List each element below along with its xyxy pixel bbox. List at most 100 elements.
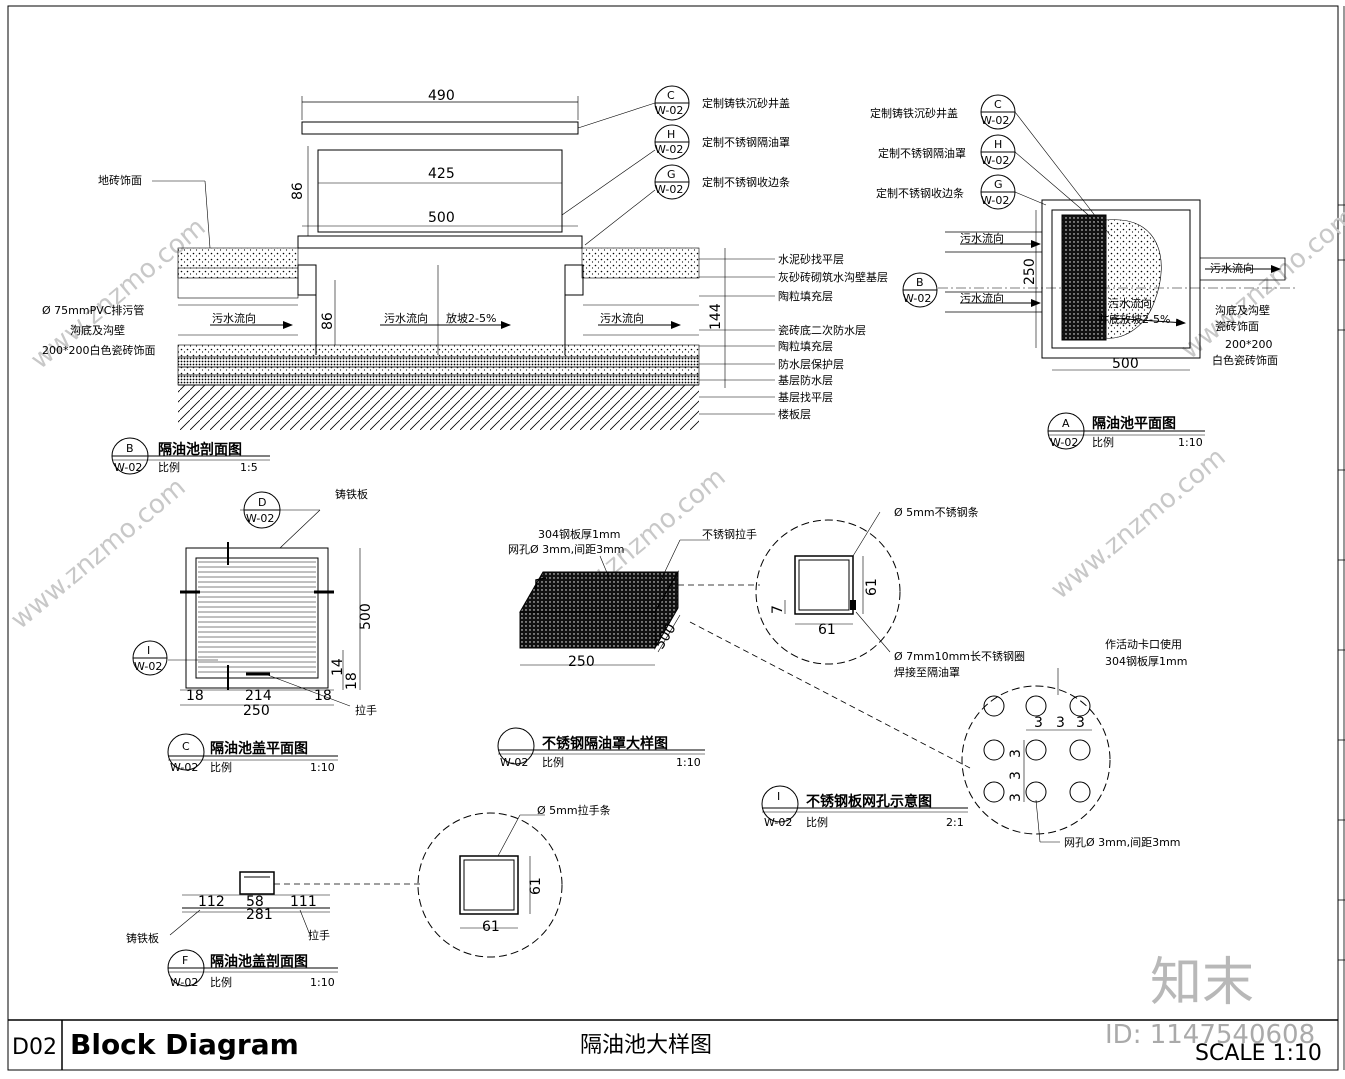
svg-text:Ø 7mm10mm长不锈钢圈: Ø 7mm10mm长不锈钢圈 <box>894 650 1025 663</box>
svg-text:基层找平层: 基层找平层 <box>778 390 833 404</box>
cover-section-f-drawing <box>169 871 420 936</box>
svg-text:D: D <box>258 496 266 509</box>
hole-detail-labels: 作活动卡口使用 304钢板厚1mm 网孔Ø 3mm,间距3mm 3 3 3 3 … <box>1008 638 1187 849</box>
svg-text:3: 3 <box>1034 715 1043 731</box>
scale-text: SCALE 1:10 <box>1195 1041 1322 1066</box>
section-b-title: B W-02 隔油池剖面图 比例 1:5 <box>111 437 270 475</box>
svg-text:18: 18 <box>344 672 360 690</box>
svg-text:隔油池平面图: 隔油池平面图 <box>1092 415 1176 432</box>
svg-text:拉手: 拉手 <box>355 703 377 717</box>
svg-text:W-02: W-02 <box>903 292 931 305</box>
dim-144: 144 <box>708 303 724 330</box>
svg-text:铸铁板: 铸铁板 <box>126 931 159 945</box>
svg-text:F: F <box>182 954 188 967</box>
handle-detail-labels: Ø 5mm拉手条 61 61 <box>482 803 611 935</box>
svg-text:作活动卡口使用: 作活动卡口使用 <box>1105 638 1182 651</box>
svg-text:200*200: 200*200 <box>1225 338 1273 351</box>
svg-text:定制不锈钢收边条: 定制不锈钢收边条 <box>876 186 964 200</box>
flow-label: 污水流向 <box>212 311 256 325</box>
svg-text:18: 18 <box>186 688 204 704</box>
svg-text:W-02: W-02 <box>655 143 683 156</box>
svg-text:防水层保护层: 防水层保护层 <box>778 357 844 371</box>
svg-text:W-02: W-02 <box>655 183 683 196</box>
handle-detail-drawing <box>417 812 563 958</box>
svg-text:铸铁板: 铸铁板 <box>335 487 368 501</box>
svg-text:304钢板厚1mm: 304钢板厚1mm <box>1105 654 1187 668</box>
label-channel: 沟底及沟壁 <box>70 323 125 337</box>
svg-text:Ø 5mm拉手条: Ø 5mm拉手条 <box>537 803 611 817</box>
cover-section-f-title: F W-02 隔油池盖剖面图 比例 1:10 <box>167 949 338 989</box>
plan-a-title: A W-02 隔油池平面图 比例 1:10 <box>1047 412 1205 450</box>
svg-text:112: 112 <box>198 894 225 910</box>
svg-text:陶粒填充层: 陶粒填充层 <box>778 339 833 353</box>
svg-text:58: 58 <box>246 894 264 910</box>
section-b-callouts: C W-02 定制铸铁沉砂井盖 H W-02 定制不锈钢隔油罩 G W-02 定… <box>561 85 790 246</box>
watermark-brand: 知末 <box>1150 953 1254 1013</box>
hole-detail-title: I W-02 不锈钢板网孔示意图 比例 2:1 <box>761 785 968 829</box>
svg-text:250: 250 <box>568 654 595 670</box>
svg-text:网孔Ø 3mm,间距3mm: 网孔Ø 3mm,间距3mm <box>508 543 625 556</box>
title-block-strip <box>1338 6 1345 1070</box>
svg-text:1:5: 1:5 <box>240 461 258 474</box>
mesh-basket-labels: 304钢板厚1mm 网孔Ø 3mm,间距3mm 不锈钢拉手 250 500 <box>508 527 757 670</box>
svg-text:焊接至隔油罩: 焊接至隔油罩 <box>894 665 960 679</box>
dim-86-top: 86 <box>290 182 306 200</box>
svg-text:W-02: W-02 <box>981 114 1009 127</box>
svg-text:污水流向: 污水流向 <box>960 291 1004 305</box>
svg-text:沟底及沟壁: 沟底及沟壁 <box>1215 303 1270 317</box>
svg-text:3: 3 <box>1056 715 1065 731</box>
svg-text:500: 500 <box>1112 356 1139 372</box>
svg-text:隔油池盖平面图: 隔油池盖平面图 <box>210 740 308 757</box>
svg-text:1:10: 1:10 <box>310 761 335 774</box>
drawing-title: 隔油池大样图 <box>580 1033 712 1058</box>
svg-text:281: 281 <box>246 907 273 923</box>
svg-text:不锈钢拉手: 不锈钢拉手 <box>702 527 757 541</box>
svg-text:1:10: 1:10 <box>676 756 701 769</box>
svg-text:G: G <box>667 168 676 181</box>
svg-text:3: 3 <box>1008 749 1024 758</box>
svg-text:拉手: 拉手 <box>308 928 330 942</box>
svg-text:2:1: 2:1 <box>946 816 964 829</box>
watermark-url: www.znzmo.com <box>1045 442 1231 605</box>
svg-text:I: I <box>777 790 780 803</box>
svg-text:B: B <box>126 442 134 455</box>
svg-text:比例: 比例 <box>542 755 564 769</box>
dim-425: 425 <box>428 166 455 182</box>
svg-text:W-02: W-02 <box>170 761 198 774</box>
block-title: Block Diagram <box>70 1028 299 1061</box>
svg-text:304钢板厚1mm: 304钢板厚1mm <box>538 527 620 541</box>
cover-section-f-labels: 112 58 111 281 铸铁板 拉手 <box>126 894 330 945</box>
svg-text:定制铸铁沉砂井盖: 定制铸铁沉砂井盖 <box>870 106 958 120</box>
plan-a-labels: 污水流向 污水流向 污水流向 污水流向 井底放坡2-5% 沟底及沟壁 瓷砖饰面 … <box>870 94 1278 367</box>
svg-text:W-02: W-02 <box>764 816 792 829</box>
svg-text:比例: 比例 <box>210 975 232 989</box>
svg-text:B: B <box>916 276 924 289</box>
bar-detail-labels: Ø 5mm不锈钢条 Ø 7mm10mm长不锈钢圈 焊接至隔油罩 61 61 7 <box>770 505 1025 679</box>
svg-text:H: H <box>667 128 675 141</box>
svg-text:隔油池盖剖面图: 隔油池盖剖面图 <box>210 953 308 970</box>
cover-plan-c-drawing <box>185 547 329 689</box>
svg-text:基层防水层: 基层防水层 <box>778 373 833 387</box>
sheet-code: D02 <box>12 1035 57 1060</box>
svg-text:61: 61 <box>482 919 500 935</box>
svg-text:C: C <box>994 98 1002 111</box>
label-floor-tile: 地砖饰面 <box>98 173 142 187</box>
svg-text:18: 18 <box>314 688 332 704</box>
svg-text:500: 500 <box>358 603 374 630</box>
bar-detail-drawing <box>755 511 901 665</box>
svg-text:7: 7 <box>770 605 786 614</box>
svg-text:白色瓷砖饰面: 白色瓷砖饰面 <box>1212 353 1278 367</box>
slope-label: 放坡2-5% <box>446 311 496 325</box>
svg-text:定制不锈钢隔油罩: 定制不锈钢隔油罩 <box>878 146 966 160</box>
svg-text:1:10: 1:10 <box>310 976 335 989</box>
svg-text:W-02: W-02 <box>246 512 274 525</box>
svg-text:W-02: W-02 <box>170 976 198 989</box>
section-b-drawing: 490 425 500 86 86 144 <box>177 88 726 430</box>
svg-text:C: C <box>182 740 190 753</box>
svg-text:61: 61 <box>864 578 880 596</box>
svg-text:14: 14 <box>330 658 346 676</box>
svg-text:61: 61 <box>528 877 544 895</box>
svg-text:瓷砖底二次防水层: 瓷砖底二次防水层 <box>778 323 866 337</box>
svg-text:111: 111 <box>290 894 317 910</box>
